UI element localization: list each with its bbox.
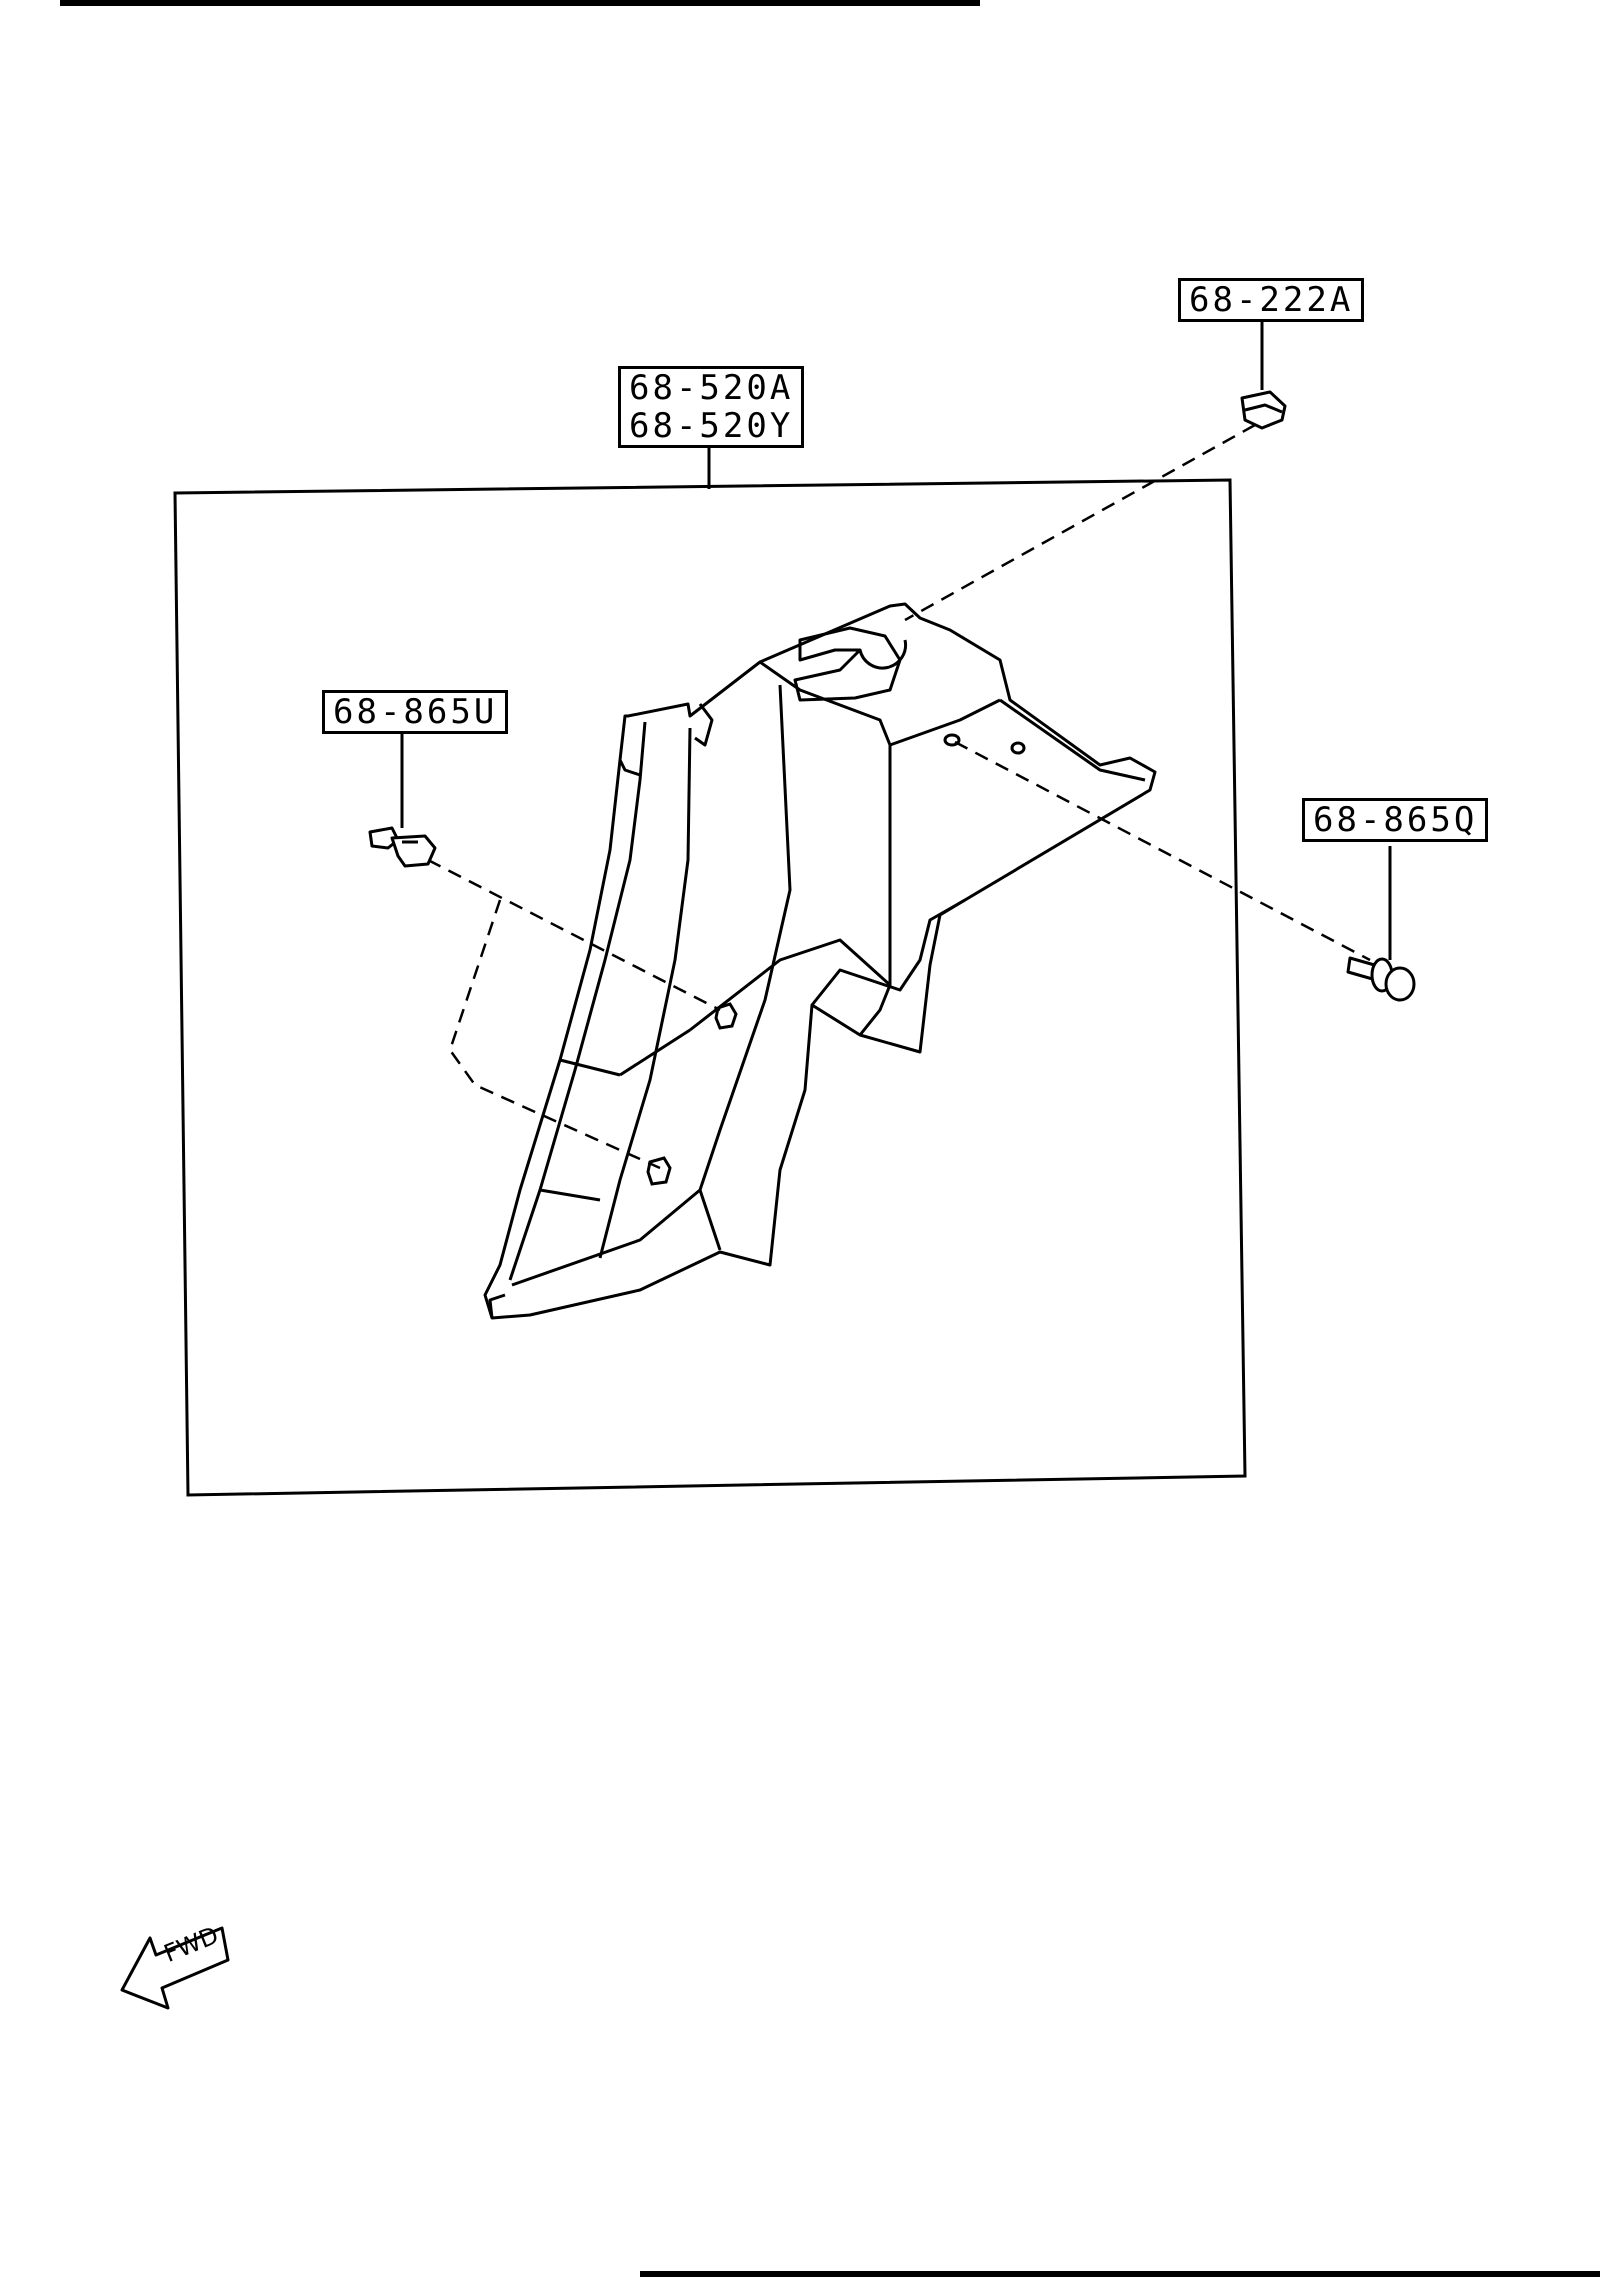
panel-part-number-primary: 68-520A xyxy=(629,368,794,408)
panel-part-number-label: 68-520A 68-520Y xyxy=(618,366,805,448)
panel-part-number-alternate: 68-520Y xyxy=(629,406,794,446)
top-edge-bar xyxy=(60,0,980,6)
push-fastener-icon xyxy=(368,826,437,868)
clip-part-number-label: 68-222A xyxy=(1178,278,1365,322)
retainer-clip-icon xyxy=(1240,390,1287,430)
bottom-edge-bar xyxy=(640,2271,1600,2277)
installation-guide-lines xyxy=(427,423,1371,1170)
fastener-part-number: 68-865U xyxy=(333,692,498,732)
forward-arrow-icon xyxy=(120,1926,230,2010)
panel-mounting-holes xyxy=(646,733,1026,1186)
clip-part-number: 68-222A xyxy=(1189,280,1354,320)
screw-part-number: 68-865Q xyxy=(1313,800,1478,840)
assembly-frame xyxy=(173,478,1247,1497)
screw-icon xyxy=(1346,956,1416,1002)
screw-part-number-label: 68-865Q xyxy=(1302,798,1489,842)
fastener-part-number-label: 68-865U xyxy=(322,690,509,734)
quarter-trim-panel xyxy=(483,602,1157,1320)
